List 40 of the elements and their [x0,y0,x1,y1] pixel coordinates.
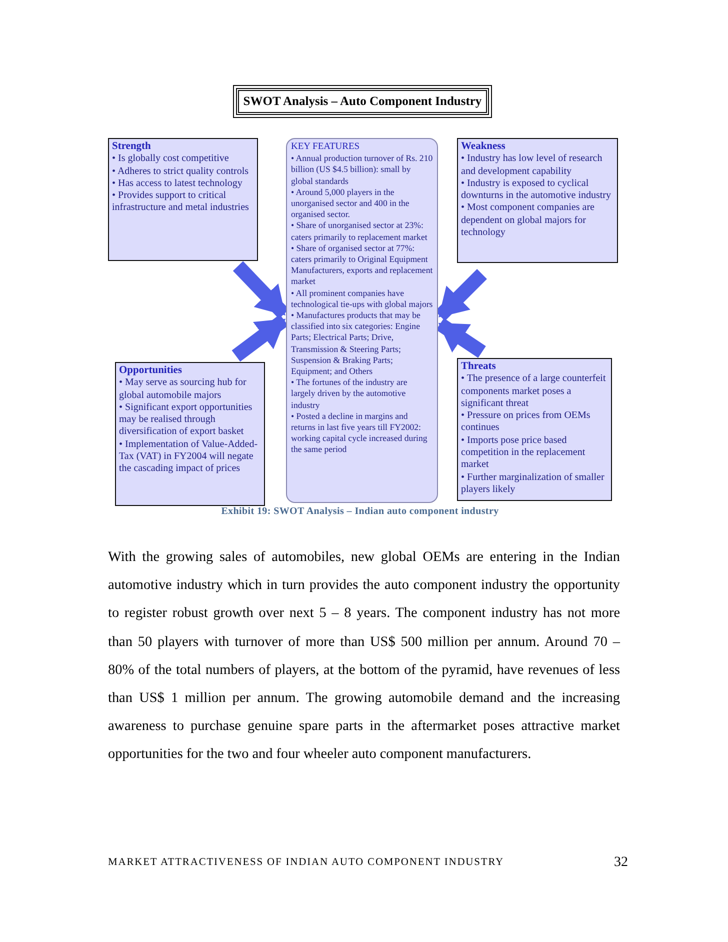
bullet-point: • The presence of a large counterfeit components market poses a significant threat [461,373,607,410]
bullet-point: • Around 5,000 players in the unorganised sector and 400 in the organised sector. [291,186,410,220]
box-heading: KEY FEATURES [291,142,361,154]
bullet-point: • Share of organised sector at 77%: caters primarily to Original Equipment Manufacturers, exports and replacement market [291,242,433,288]
block-arrow [436,318,486,358]
box-heading: Opportunities [119,365,184,378]
box-heading: Weakness [461,141,506,154]
threats-box [457,358,612,501]
bullet-point: • Provides support to critical infrastructure and metal industries [112,190,250,215]
bullet-point: • Manufactures products that may be classified into six categories: Engine Parts; Electrical Parts; Drive, Transmission & Steering Parts; Suspension & Braking Parts; Equipment; and Others [291,310,422,378]
title-frame [236,88,489,115]
bullet-point: • Adheres to strict quality controls [112,166,250,178]
bullet-point: • May serve as sourcing hub for global automobile majors [119,377,248,402]
box-heading: Threats [461,361,497,374]
bullet-point: • Industry has low level of research and development capability [461,153,604,178]
bullet-point: • Industry is exposed to cyclical downturns in the automotive industry [461,178,612,202]
bullet-point: • Implementation of Value-Added-Tax (VAT) in FY2004 will negate the cascading impact of prices [119,438,259,476]
box-heading: Strength [112,141,152,154]
bullet-point: • Is globally cost competitive [112,153,230,166]
opportunities-box [115,362,265,506]
strength-box [108,138,258,261]
weakness-box [457,138,618,263]
bullet-point: • All prominent companies have technological tie-ups with global majors [291,288,433,310]
bullet-point: • Annual production turnover of Rs. 210 billion (US $4.5 billion): small by global standards [291,153,433,187]
bullet-point: • Further marginalization of smaller players likely [461,472,606,496]
bullet-point: • Pressure on prices from OEMs continues [461,410,592,435]
body-paragraph: With the growing sales of automobiles, new global OEMs are entering in the Indian automotive industry which in turn provides the auto component industry the opportunity to register robust growth over next 5 – 8 years. The component industry has not more than 50 players with turnover of more than US$ 500 million per annum. Around 70 – 80% of the total numbers of players, at the bottom of the pyramid, have revenues of less than US$ 1 million per annum. The growing automobile demand and the increasing awareness to purchase genuine spare parts in the aftermarket poses attractive market opportunities for the two and four wheeler auto component manufacturers. [108,548,620,764]
page-number: 32 [613,855,628,871]
key-features-panel [286,138,438,503]
bullet-point: • Share of unorganised sector at 23%: caters primarily to replacement market [291,220,428,243]
page-footer: MARKET ATTRACTIVENESS OF INDIAN AUTO COMPONENT INDUSTRY [108,857,528,868]
frame-label: SWOT Analysis – Auto Component Industry [243,94,482,109]
bullet-point: • Significant export opportunities may be realised through diversification of export basket [119,402,254,439]
bullet-point: • Imports pose price based competition in the replacement market [461,434,586,472]
bullet-point: • Posted a decline in margins and returns in last five years till FY2002: working capital cycle increased during the same period [291,410,428,456]
figure-caption: Exhibit 19: SWOT Analysis – Indian auto component industry [220,506,500,517]
block-arrow [232,314,288,362]
bullet-point: • The fortunes of the industry are largely driven by the automotive industry [291,377,408,411]
bullet-point: • Has access to latest technology [112,178,244,190]
bullet-point: • Most component companies are dependent on global majors for technology [461,202,596,240]
